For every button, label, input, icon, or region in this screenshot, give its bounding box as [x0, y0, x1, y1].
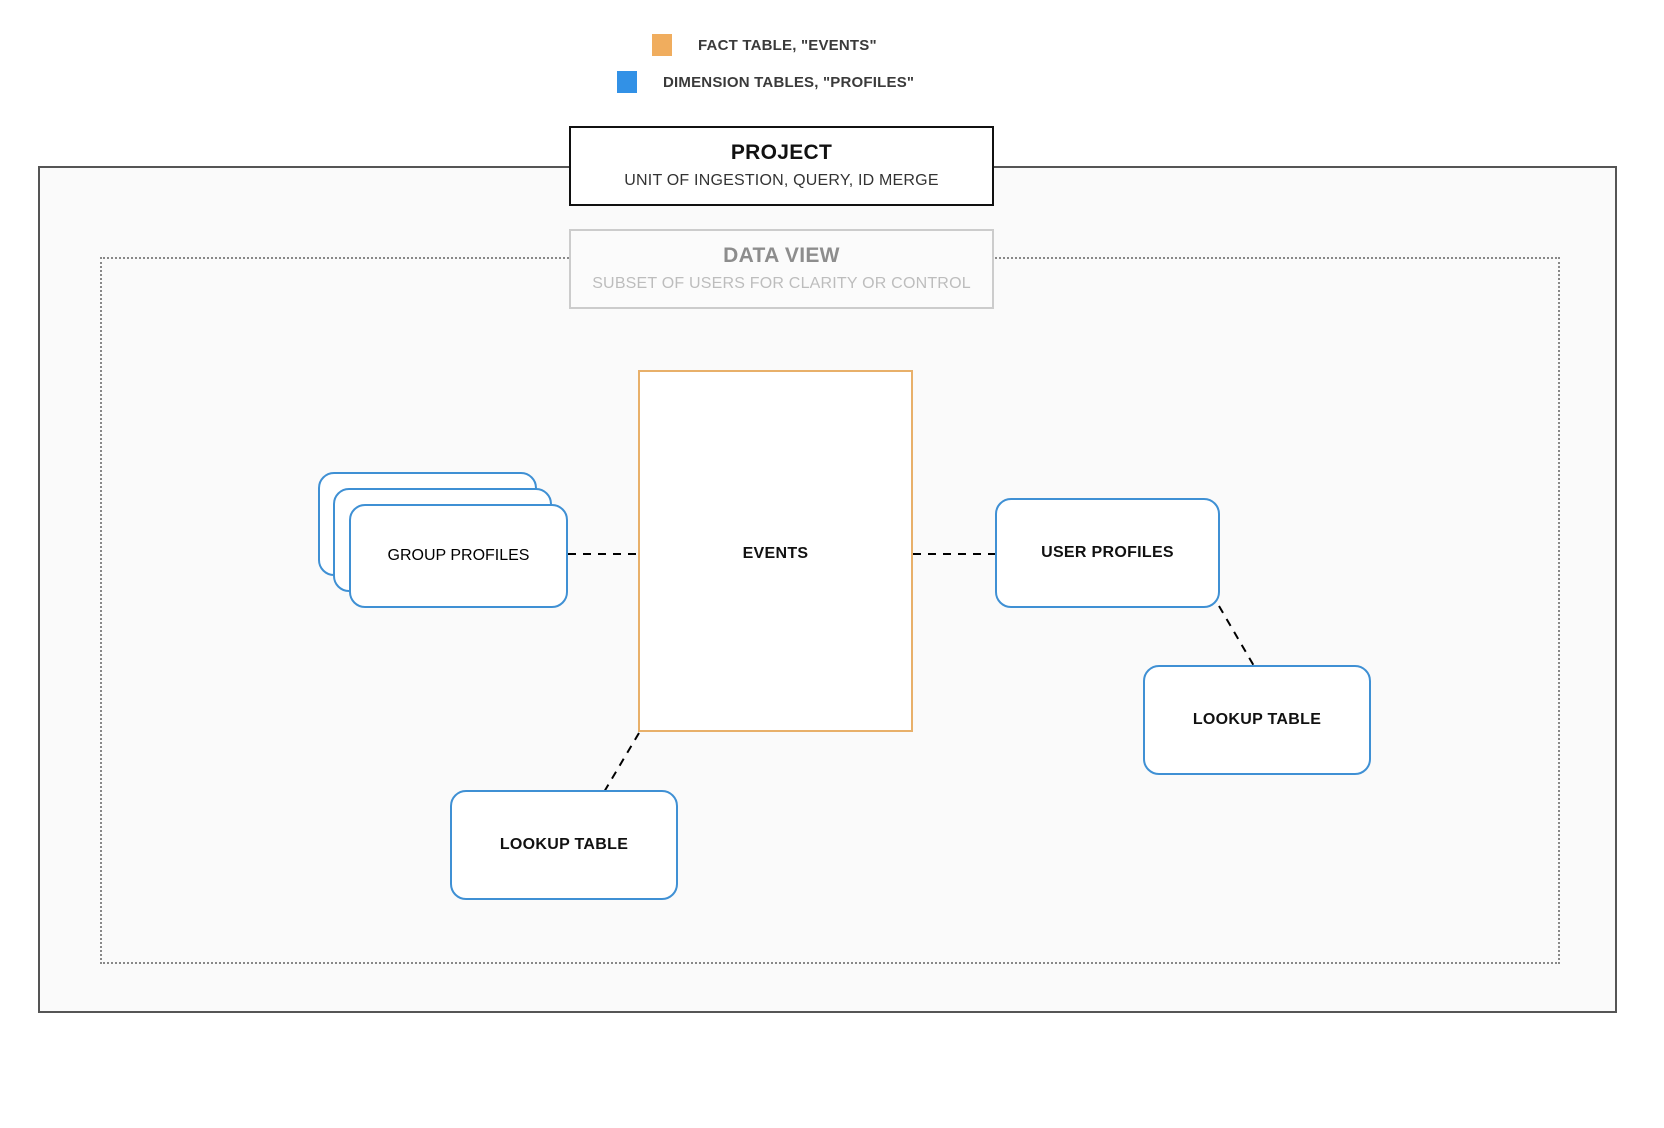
legend-label-dimension-tables: DIMENSION TABLES, "PROFILES" [663, 73, 915, 91]
data-view-title: DATA VIEW [723, 244, 840, 267]
group-profiles-node[interactable]: GROUP PROFILES [318, 472, 573, 612]
data-view-subtitle: SUBSET OF USERS FOR CLARITY OR CONTROL [592, 275, 971, 293]
user-profiles-label: USER PROFILES [1041, 544, 1174, 561]
events-label: EVENTS [742, 545, 809, 562]
project-subtitle: UNIT OF INGESTION, QUERY, ID MERGE [624, 172, 939, 190]
events-fact-table-node[interactable]: EVENTS [638, 370, 913, 732]
lookup-table-left-node[interactable]: LOOKUP TABLE [450, 790, 678, 900]
group-profiles-label: GROUP PROFILES [387, 547, 530, 564]
group-profiles-card-front[interactable]: GROUP PROFILES [349, 504, 568, 608]
legend-item-dimension-tables: DIMENSION TABLES, "PROFILES" [617, 71, 914, 93]
orange-square-swatch [652, 34, 672, 56]
lookup-table-right-node[interactable]: LOOKUP TABLE [1143, 665, 1371, 775]
project-title: PROJECT [730, 141, 833, 164]
legend-label-fact-table: FACT TABLE, "EVENTS" [698, 36, 877, 54]
data-view-title-card: DATA VIEW SUBSET OF USERS FOR CLARITY OR… [569, 229, 994, 309]
legend-item-fact-table: FACT TABLE, "EVENTS" [652, 34, 877, 56]
user-profiles-node[interactable]: USER PROFILES [995, 498, 1220, 608]
project-title-card: PROJECT UNIT OF INGESTION, QUERY, ID MER… [569, 126, 994, 206]
lookup-table-left-label: LOOKUP TABLE [499, 836, 629, 853]
lookup-table-right-label: LOOKUP TABLE [1192, 711, 1322, 728]
blue-square-swatch [617, 71, 637, 93]
